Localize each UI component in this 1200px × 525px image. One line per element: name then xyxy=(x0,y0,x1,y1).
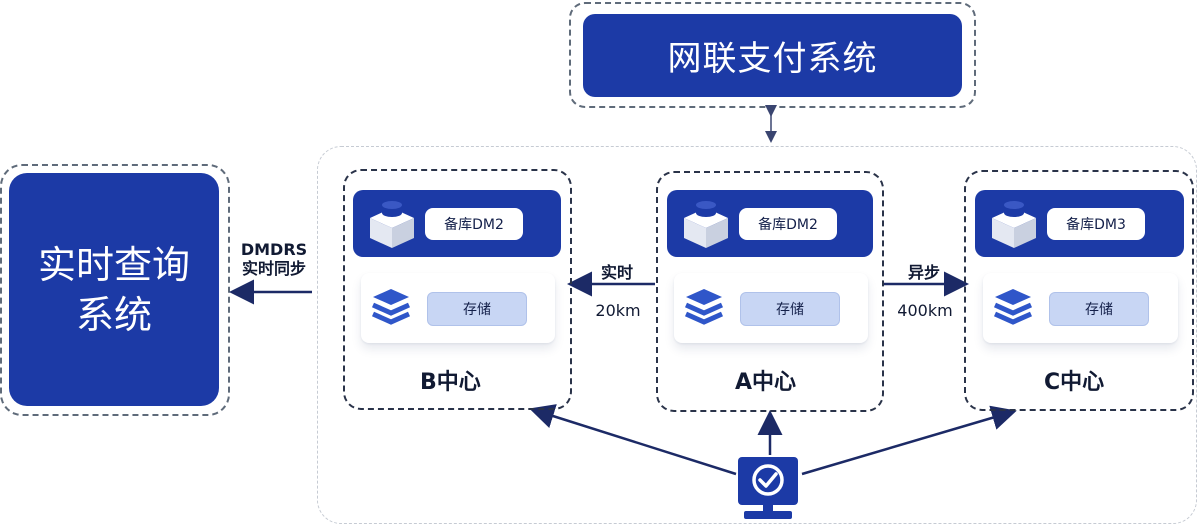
sync-mode-label: 实时同步 xyxy=(241,259,306,278)
datacenter-region-frame xyxy=(317,146,1197,524)
center-c-name: C中心 xyxy=(1044,370,1105,395)
center-b-db-label: 备库DM2 xyxy=(425,208,523,240)
sync-label: DMDRS 实时同步 xyxy=(236,240,312,278)
center-b-db-header: 备库DM2 xyxy=(353,190,561,257)
query-system-line1: 实时查询 xyxy=(37,242,190,287)
center-c-storage-panel: 存储 xyxy=(983,273,1178,343)
center-a-frame xyxy=(656,171,884,412)
terminal-to-b-arrow xyxy=(529,404,737,476)
a-to-c-distance: 400km xyxy=(897,301,953,320)
a-to-c-mode: 异步 xyxy=(907,263,940,282)
storage-stack-icon xyxy=(371,289,411,325)
center-b-storage-panel: 存储 xyxy=(361,273,555,343)
a-to-b-mode: 实时 xyxy=(600,263,633,282)
storage-stack-icon xyxy=(684,289,724,325)
query-system-box: 实时查询 系统 xyxy=(9,173,219,406)
center-b-storage-label: 存储 xyxy=(427,292,527,326)
center-c-db-header: 备库DM3 xyxy=(975,190,1184,257)
center-c-storage-label: 存储 xyxy=(1049,292,1149,326)
storage-stack-icon xyxy=(993,289,1033,325)
payment-system-box: 网联支付系统 xyxy=(583,14,962,97)
center-b-frame xyxy=(343,169,572,410)
center-c-db-label: 备库DM3 xyxy=(1047,208,1145,240)
a-to-b-distance: 20km xyxy=(595,301,641,320)
monitor-check-icon xyxy=(738,457,798,519)
database-icon xyxy=(370,201,414,248)
center-a-db-label: 备库DM2 xyxy=(739,208,837,240)
center-a-db-header: 备库DM2 xyxy=(667,190,873,257)
center-a-storage-panel: 存储 xyxy=(674,273,868,343)
query-system-line2: 系统 xyxy=(75,292,152,337)
center-a-storage-label: 存储 xyxy=(740,292,840,326)
center-a-name: A中心 xyxy=(735,370,797,395)
database-icon xyxy=(684,201,728,248)
terminal-to-c-arrow xyxy=(801,405,1017,476)
sync-tool-label: DMDRS xyxy=(240,240,308,259)
center-c-frame xyxy=(964,170,1194,411)
center-b-name: B中心 xyxy=(420,370,481,395)
database-icon xyxy=(992,201,1036,248)
